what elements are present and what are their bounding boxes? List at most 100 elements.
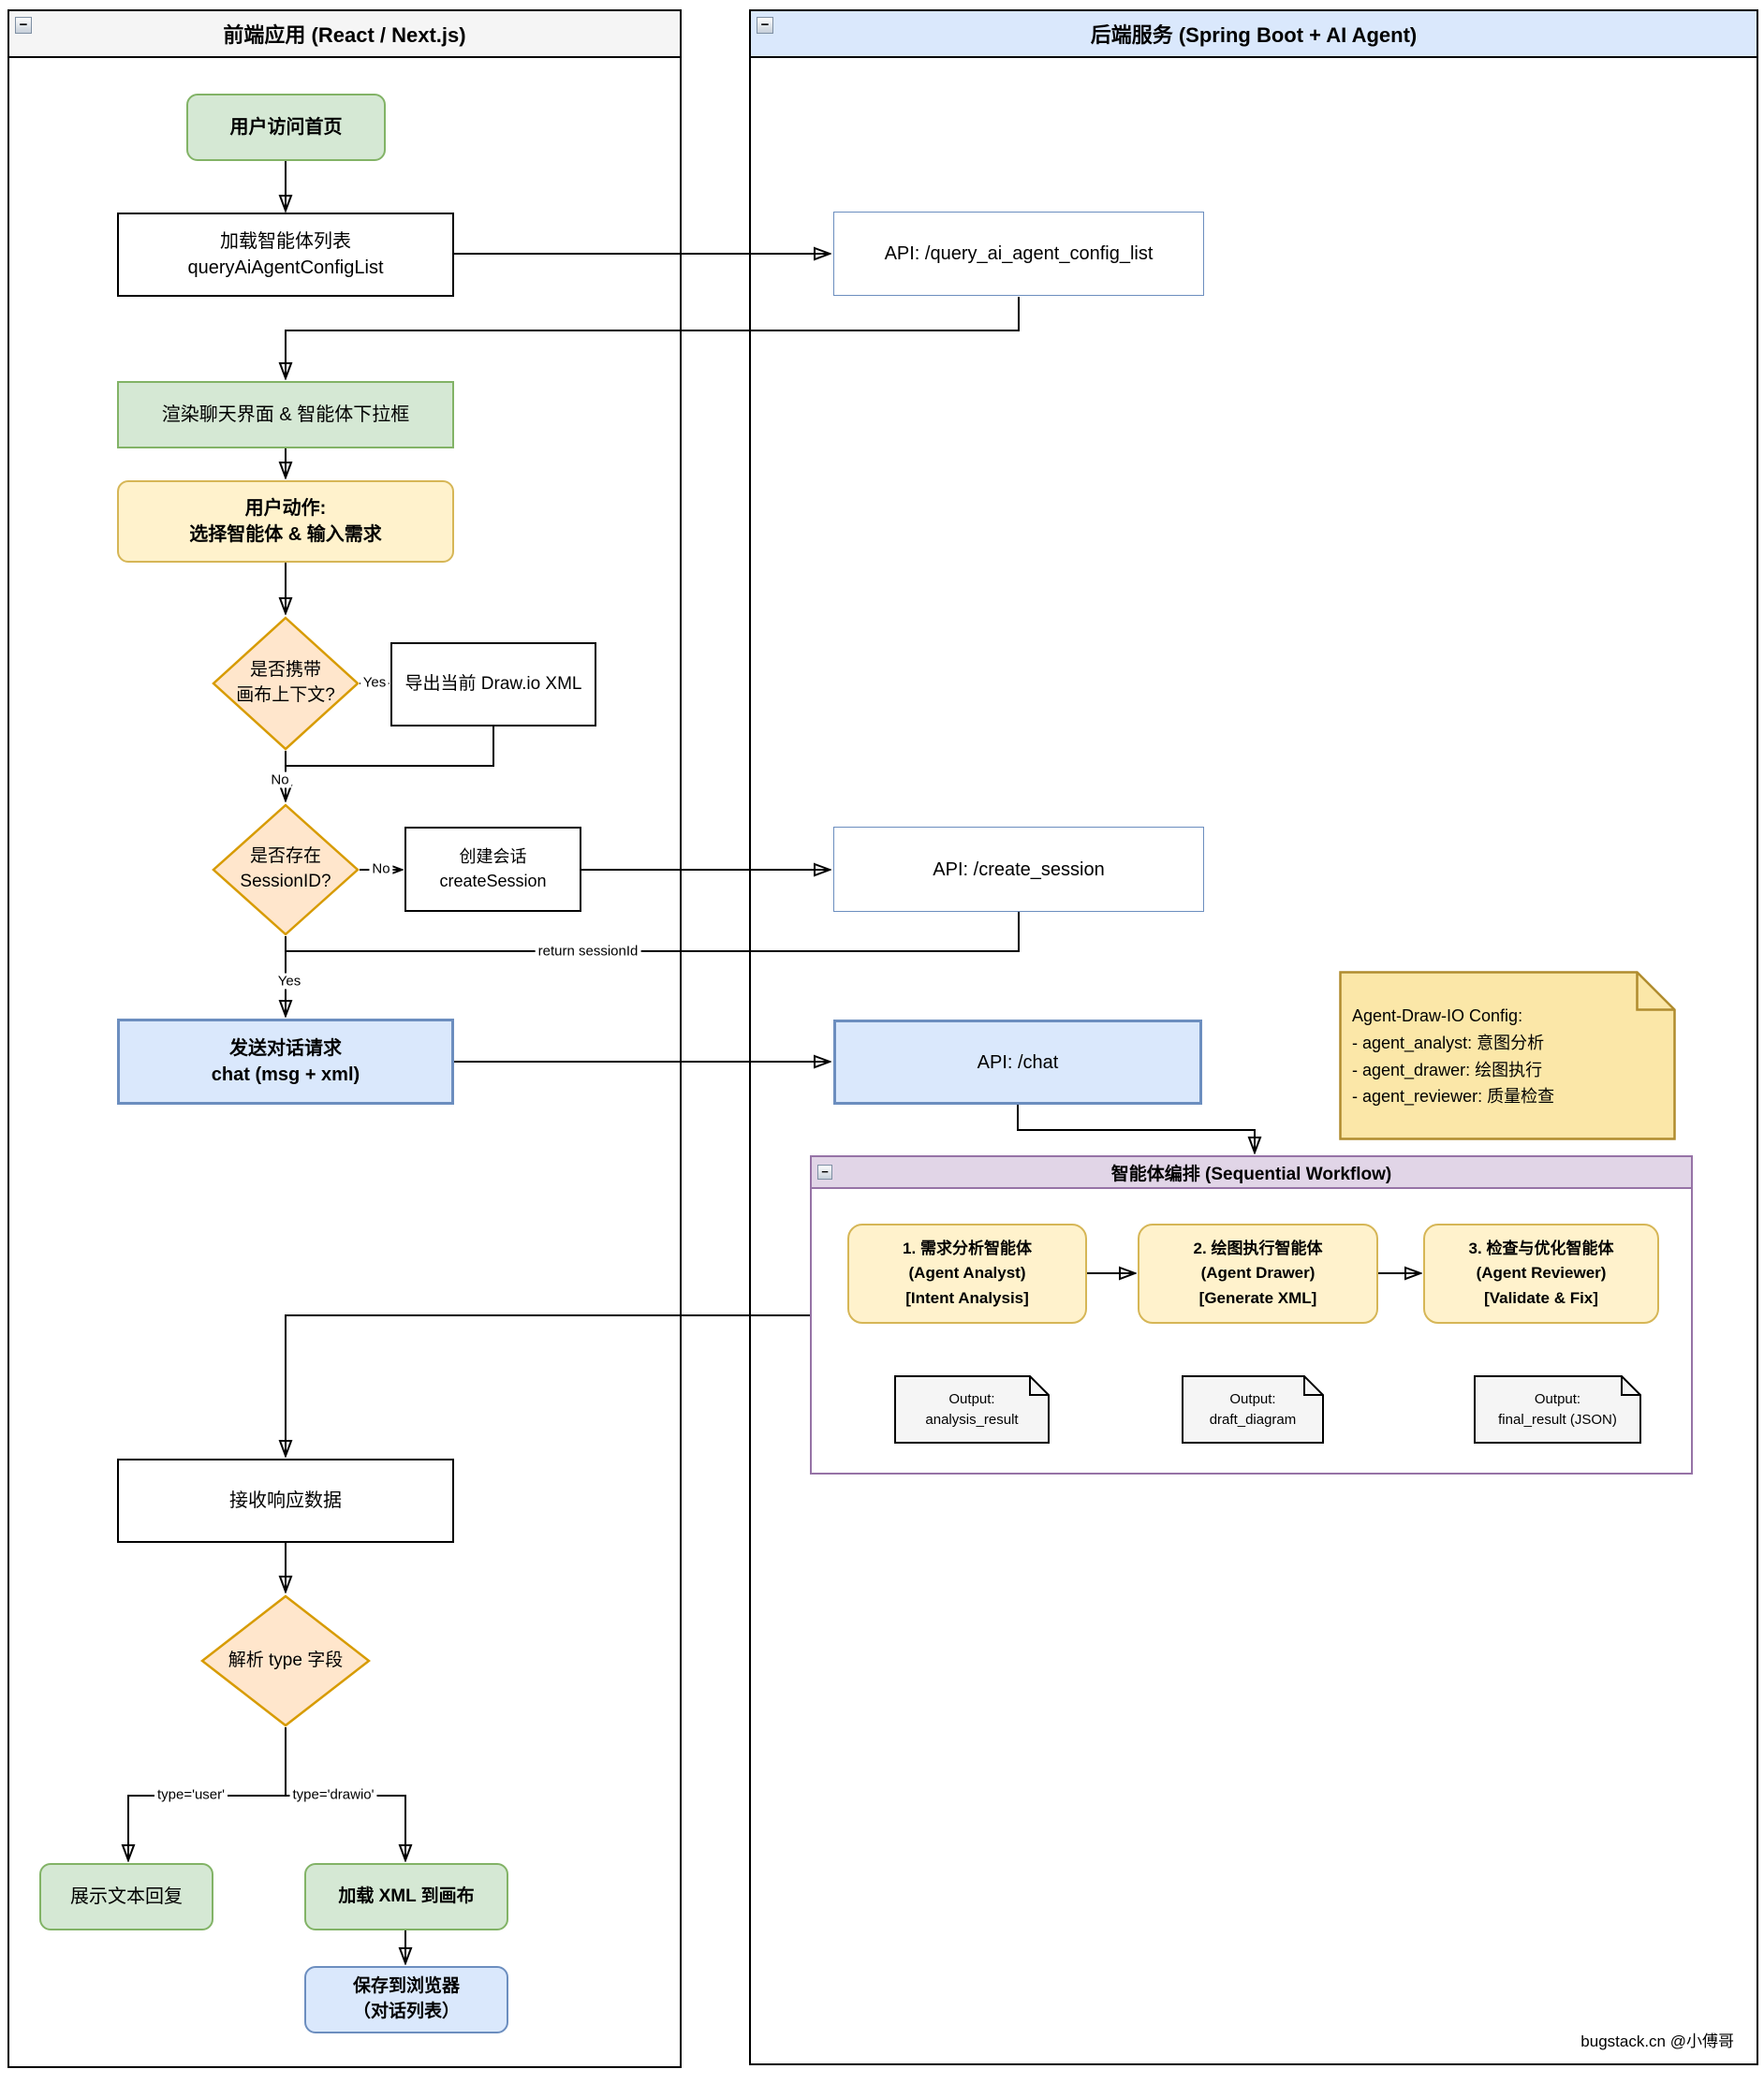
edge-label-return-sessionid: return sessionId [535,943,641,960]
note-shape [1339,971,1676,1140]
decision-text: 是否存在 SessionID? [212,803,360,936]
note-shape [1474,1375,1641,1444]
node-load-agent-list[interactable]: 加载智能体列表 queryAiAgentConfigList [117,213,454,297]
edge-label-type-user: type='user' [154,1786,228,1803]
node-show-text-reply[interactable]: 展示文本回复 [39,1863,213,1930]
node-agent-config-note[interactable]: Agent-Draw-IO Config: - agent_analyst: 意… [1339,971,1676,1140]
node-label-line: - agent_analyst: 意图分析 [1352,1033,1545,1052]
workflow-container-title: 智能体编排 (Sequential Workflow) [1110,1164,1392,1184]
watermark: bugstack.cn @小傅哥 [1580,2033,1734,2050]
node-label-line: createSession [439,871,547,890]
node-label-line: draft_diagram [1209,1411,1297,1428]
node-label-line: API: /query_ai_agent_config_list [884,243,1154,264]
node-label-line: (Agent Drawer) [1200,1264,1316,1283]
node-label-line: 展示文本回复 [70,1886,183,1907]
node-visit-home[interactable]: 用户访问首页 [186,94,386,161]
collapse-icon[interactable]: − [757,17,773,34]
frontend-container-title: 前端应用 (React / Next.js) [223,23,466,47]
edge-label-yes: Yes [274,973,304,990]
node-output-final[interactable]: Output: final_result (JSON) [1474,1375,1641,1444]
node-label-line: 加载智能体列表 [220,231,351,252]
node-api-chat[interactable]: API: /chat [833,1020,1202,1105]
backend-container[interactable]: − 后端服务 (Spring Boot + AI Agent) [749,9,1758,2065]
node-label-line: 发送对话请求 [229,1038,342,1059]
node-label-line: 创建会话 [459,847,527,867]
node-label-line: 保存到浏览器 [352,1976,460,1997]
node-agent-reviewer[interactable]: 3. 检查与优化智能体 (Agent Reviewer) [Validate &… [1423,1224,1659,1324]
node-output-draft[interactable]: Output: draft_diagram [1182,1375,1324,1444]
output-note-text: Output: draft_diagram [1182,1375,1324,1444]
node-label-line: 是否携带 [249,660,321,681]
node-save-browser[interactable]: 保存到浏览器 （对话列表） [304,1966,508,2033]
node-label-line: [Validate & Fix] [1484,1288,1598,1307]
node-label-line: 1. 需求分析智能体 [903,1239,1032,1257]
node-load-xml-canvas[interactable]: 加载 XML 到画布 [304,1863,508,1930]
connector-chat-to-workflow [1017,1105,1255,1152]
node-render-chat[interactable]: 渲染聊天界面 & 智能体下拉框 [117,381,454,448]
node-label-line: API: /chat [977,1051,1059,1073]
node-api-create-session[interactable]: API: /create_session [833,827,1204,912]
node-label-line: 用户访问首页 [229,117,343,138]
node-label-line: 画布上下文? [236,685,335,705]
connector-type-user [128,1795,287,1860]
node-label-line: 用户动作: [244,498,327,519]
decision-text: 是否携带 画布上下文? [212,616,360,751]
node-user-action[interactable]: 用户动作: 选择智能体 & 输入需求 [117,480,454,563]
workflow-container-header[interactable]: − 智能体编排 (Sequential Workflow) [812,1157,1691,1189]
edge-label-no: No [369,860,393,877]
edge-label-type-drawio: type='drawio' [289,1786,377,1803]
diamond-shape [200,1594,371,1727]
backend-container-header[interactable]: − 后端服务 (Spring Boot + AI Agent) [751,11,1757,58]
node-label-line: 选择智能体 & 输入需求 [189,524,382,545]
node-receive-response[interactable]: 接收响应数据 [117,1459,454,1543]
node-label-line: （对话列表） [352,2002,460,2021]
edge-label-no: No [268,771,292,788]
backend-container-title: 后端服务 (Spring Boot + AI Agent) [1090,23,1418,47]
edge-label-yes: Yes [360,674,390,691]
collapse-icon[interactable]: − [15,17,32,34]
node-label-line: API: /create_session [933,859,1105,880]
collapse-icon[interactable]: − [817,1165,832,1180]
node-label-line: - agent_drawer: 绘图执行 [1352,1060,1543,1079]
node-api-query-config-list[interactable]: API: /query_ai_agent_config_list [833,212,1204,296]
node-agent-analyst[interactable]: 1. 需求分析智能体 (Agent Analyst) [Intent Analy… [847,1224,1087,1324]
node-decision-parse-type[interactable]: 解析 type 字段 [200,1594,371,1727]
node-create-session[interactable]: 创建会话 createSession [404,827,581,912]
node-decision-canvas-context[interactable]: 是否携带 画布上下文? [212,616,360,751]
node-label-line: 导出当前 Draw.io XML [404,673,582,694]
node-agent-drawer[interactable]: 2. 绘图执行智能体 (Agent Drawer) [Generate XML] [1138,1224,1378,1324]
node-label-line: 加载 XML 到画布 [338,1886,475,1906]
node-label-line: 3. 检查与优化智能体 [1468,1239,1614,1257]
node-label-line: 是否存在 [249,846,321,867]
connector-return-sessionid [287,912,1020,952]
node-label-line: Output: [1534,1390,1581,1407]
node-decision-sessionid[interactable]: 是否存在 SessionID? [212,803,360,936]
connector-type-drawio [284,1795,405,1860]
output-note-text: Output: analysis_result [894,1375,1050,1444]
frontend-container[interactable]: − 前端应用 (React / Next.js) [7,9,682,2068]
node-label-line: Agent-Draw-IO Config: [1352,1006,1523,1025]
node-label-line: final_result (JSON) [1498,1411,1617,1428]
diamond-shape [212,803,360,936]
connector-workflow-to-receive [286,1314,810,1456]
note-shape [894,1375,1050,1444]
node-label-line: 2. 绘图执行智能体 [1193,1239,1323,1257]
node-label-line: chat (msg + xml) [211,1064,360,1085]
node-output-analysis[interactable]: Output: analysis_result [894,1375,1050,1444]
node-label-line: 解析 type 字段 [228,1650,344,1670]
frontend-container-header[interactable]: − 前端应用 (React / Next.js) [9,11,680,58]
node-label-line: 渲染聊天界面 & 智能体下拉框 [161,404,410,425]
connector-api-query-return [286,297,1020,378]
note-shape [1182,1375,1324,1444]
node-label-line: queryAiAgentConfigList [187,257,384,278]
node-label-line: analysis_result [925,1411,1019,1428]
config-note-text: Agent-Draw-IO Config: - agent_analyst: 意… [1352,1003,1554,1110]
node-label-line: - agent_reviewer: 质量检查 [1352,1087,1555,1107]
node-label-line: SessionID? [240,872,331,891]
node-export-xml[interactable]: 导出当前 Draw.io XML [390,642,596,726]
node-label-line: Output: [1229,1390,1276,1407]
decision-text: 解析 type 字段 [200,1594,371,1727]
node-send-chat-request[interactable]: 发送对话请求 chat (msg + xml) [117,1019,454,1105]
